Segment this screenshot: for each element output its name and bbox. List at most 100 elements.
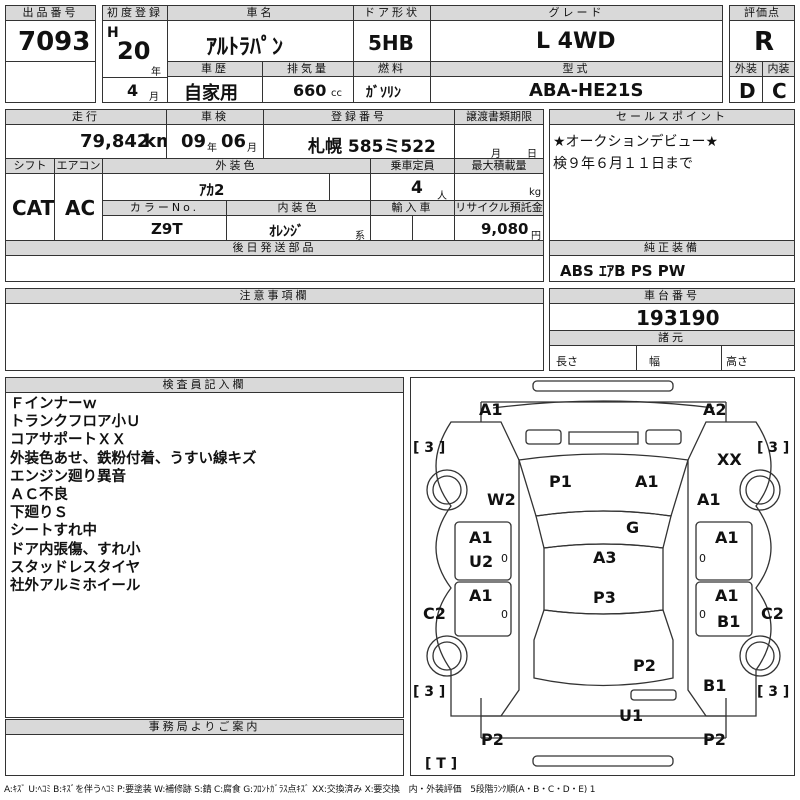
zero-mark: 0 [699,552,706,565]
inspector-line: 外装色あせ、鉄粉付着、うすい線キズ [10,450,257,467]
transfer-deadline-header: 譲渡書類期限 [454,109,544,125]
registration-year: 20 [117,37,151,65]
inspection-year-unit: 年 [207,143,217,154]
inspector-line: コアサポートＸＸ [10,432,126,449]
damage-mark: A1 [715,528,739,547]
damage-mark: B1 [703,676,727,695]
interior-color-unit: 系 [355,231,365,241]
damage-mark: A1 [635,472,659,491]
height-label: 高さ [726,355,748,368]
damage-mark: P1 [549,472,572,491]
damage-mark: A2 [703,400,727,419]
model-cell: ABA-HE21S [430,76,723,103]
zero-mark: 0 [501,608,508,621]
grade-cell: L 4WD [430,20,723,62]
shift-header: シフト [5,158,55,174]
sales-point-line-2: 検９年６月１１日まで [553,156,693,172]
office-header: 事務局よりご案内 [5,719,404,735]
exterior-grade: D [739,79,756,103]
ac-header: エアコン [54,158,103,174]
auction-score: R [754,27,775,57]
year-unit: 年 [151,67,161,78]
model-code: ABA-HE21S [529,80,644,101]
transfer-deadline-cell: 月 日 [454,124,544,159]
capacity: 4 [411,178,423,198]
model-header: 型式 [430,61,723,77]
air-conditioner: AC [65,196,96,220]
shift: CAT [12,196,55,220]
interior-color-cell: ｵﾚﾝｼﾞ 系 [226,215,371,241]
chassis-header: 車台番号 [549,288,795,304]
damage-mark: U2 [469,552,494,571]
recycle-fee: 9,080 [481,220,529,238]
import-cell-b [412,215,455,241]
capacity-header: 乗車定員 [370,158,455,174]
transfer-day-unit: 日 [527,149,537,159]
first-registration-header: 初度登録 [102,5,168,21]
inspector-line: トランクフロア小Ｕ [10,414,141,431]
interior-color-header: 内装色 [226,200,371,216]
door-type-header: ドア形状 [353,5,431,21]
interior-grade-cell: C [762,76,795,103]
inspector-header: 検査員記入欄 [5,377,404,393]
displacement-unit: cc [331,88,342,99]
inspector-line: 社外アルミホイール [10,578,141,595]
office-cell [5,734,404,776]
damage-legend: A:ｷｽﾞ U:ﾍｺﾐ B:ｷｽﾞを伴うﾍｺﾐ P:要塗装 W:補修跡 S:錆 … [4,785,596,795]
inspection-year: 09 [181,131,207,152]
notes-header: 注意事項欄 [5,288,544,304]
score-header: 評価点 [729,5,795,21]
damage-mark: A1 [697,490,721,509]
lot-number-header: 出品番号 [5,5,96,21]
import-header: 輸入車 [370,200,455,216]
damage-mark: A1 [469,528,493,547]
tire-tread-mark: [ 3 ] [413,684,446,700]
car-name: ｱﾙﾄﾗﾊﾟﾝ [206,35,284,60]
displacement-cell: 660 cc [262,76,354,103]
vehicle-history: 自家用 [184,83,238,103]
transfer-month-unit: 月 [491,149,501,159]
mileage: 79,842 [80,131,150,152]
inspector-cell: Ｆインナーｗ トランクフロア小Ｕ コアサポートＸＸ 外装色あせ、鉄粉付着、うすい… [5,392,404,718]
spare-tire-mark: [ T ] [425,756,458,772]
later-parts-cell [5,255,544,282]
registration-month: 4 [127,81,139,100]
length-cell: 長さ [549,345,637,371]
color-number-header: カラーNo. [102,200,227,216]
mileage-unit: km [144,131,166,152]
inspection-header: 車検 [166,109,264,125]
car-outline-icon [426,380,781,767]
damage-mark: XX [717,450,742,469]
fuel: ｶﾞｿﾘﾝ [366,85,401,101]
inspection-cell: 09 年 06 月 [166,124,264,159]
damage-mark: P2 [481,730,504,749]
history-cell: 自家用 [167,76,263,103]
capacity-cell: 4 人 [370,173,455,201]
damage-mark: C2 [423,604,446,623]
door-type-cell: 5HB [353,20,431,62]
lot-number-spacer [5,61,96,103]
damage-mark: P2 [703,730,726,749]
color-number-cell: Z9T [102,215,227,241]
sales-point-header: セールスポイント [549,109,795,125]
inspector-line: Ｆインナーｗ [10,396,97,412]
recycle-unit: 円 [531,231,541,241]
damage-mark: A3 [593,548,617,567]
fuel-header: 燃料 [353,61,431,77]
car-name-header: 車名 [167,5,354,21]
width-cell: 幅 [636,345,722,371]
import-cell-a [370,215,413,241]
exterior-color: ｱｶ2 [199,181,225,199]
inspector-line: ＡＣ不良 [10,487,68,504]
inspector-line: シートすれ中 [10,523,97,540]
exterior-grade-cell: D [729,76,763,103]
equipment: ABS ｴｱB PS PW [560,262,686,280]
exterior-color-cell: ｱｶ2 [102,173,330,201]
interior-grade: C [772,79,787,103]
recycle-header: リサイクル預託金 [454,200,544,216]
lot-number-cell: 7093 [5,20,96,62]
first-registration-month-cell: 4 月 [102,77,168,103]
inspector-line: 下廻りＳ [10,505,68,522]
damage-mark: P3 [593,588,616,607]
height-cell: 高さ [721,345,795,371]
